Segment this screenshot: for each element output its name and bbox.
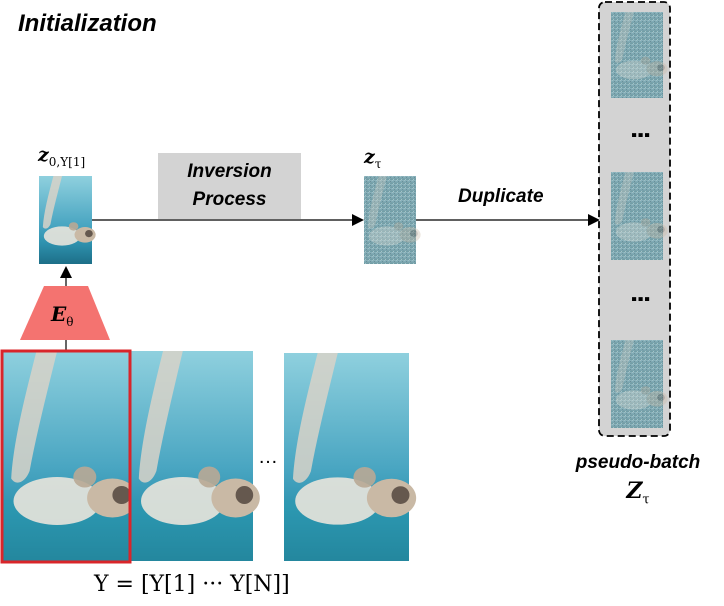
encoder-trapezoid bbox=[20, 286, 110, 340]
diagram-title: Initialization bbox=[18, 10, 157, 37]
inversion-label-line1: Inversion bbox=[187, 161, 272, 182]
frame-n bbox=[284, 353, 417, 561]
y-definition: Y = [Y[1] ··· Y[N]] bbox=[94, 572, 290, 597]
duplicate-label: Duplicate bbox=[458, 186, 544, 207]
frame-2 bbox=[130, 351, 260, 561]
pseudo-batch-label: pseudo-batch bbox=[575, 452, 701, 473]
frame-1 bbox=[2, 351, 138, 561]
batch-ellipsis-2: ⋮ bbox=[627, 288, 652, 308]
batch-latent-1 bbox=[611, 12, 668, 98]
encoder-arrowhead bbox=[60, 266, 72, 278]
inversion-arrowhead bbox=[352, 214, 364, 226]
first-frame-highlight bbox=[0, 349, 132, 564]
ztau-label: zτ bbox=[364, 146, 382, 171]
pseudo-batch-panel bbox=[598, 1, 671, 437]
ztau-image bbox=[364, 176, 421, 264]
batch-latent-2 bbox=[611, 172, 668, 260]
inversion-process-box: Inversion Process bbox=[158, 153, 301, 219]
inversion-label-line2: Process bbox=[192, 189, 267, 210]
batch-ellipsis-1: ⋮ bbox=[627, 124, 652, 144]
pseudo-batch-symbol: Zτ bbox=[626, 478, 650, 508]
duplicate-arrowhead bbox=[588, 214, 600, 226]
z0-image bbox=[39, 176, 96, 264]
encoder-label: Eθ bbox=[51, 302, 74, 329]
frames-ellipsis: … bbox=[258, 446, 278, 468]
batch-latent-3 bbox=[611, 340, 668, 428]
z0-label: z0,Y[1] bbox=[38, 144, 86, 169]
